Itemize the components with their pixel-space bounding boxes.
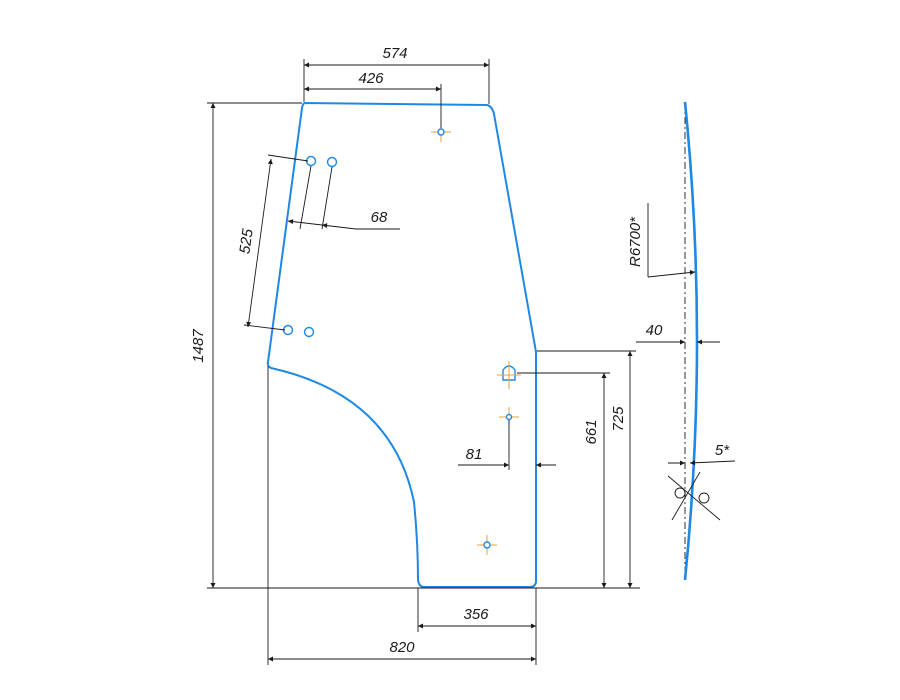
- side-hole-1: [674, 487, 686, 499]
- dim-356: 356: [463, 606, 489, 623]
- dimension-angle: 5*: [667, 442, 736, 521]
- dim-525: 525: [236, 227, 256, 255]
- hole-top-left-2: [326, 156, 338, 168]
- side-view: R6700* 40 5*: [627, 101, 736, 581]
- dim-angle: 5*: [715, 442, 730, 459]
- side-hole-2: [698, 492, 710, 504]
- side-view-profile: [683, 101, 699, 581]
- dimension-depth: 40: [636, 322, 720, 345]
- dimension-lower-hole-offset: 81: [458, 420, 556, 470]
- dimension-hole-pitch: 525: [236, 154, 309, 331]
- dim-81: 81: [466, 446, 483, 463]
- center-mark-bottom: [477, 535, 497, 555]
- dim-68: 68: [371, 209, 388, 226]
- dimension-hole-offset: 426: [304, 70, 442, 128]
- glass-panel-outline: [266, 101, 537, 588]
- dimension-height-725: 725: [537, 350, 636, 588]
- dim-725: 725: [610, 406, 627, 432]
- dimension-bottom-width: 356: [417, 588, 537, 665]
- dim-820: 820: [389, 639, 415, 656]
- mounting-holes: [282, 155, 516, 381]
- dimension-hole-spacing: 68: [287, 165, 400, 230]
- dimension-radius: R6700*: [627, 203, 696, 278]
- dim-radius: R6700*: [627, 216, 644, 267]
- dim-574: 574: [382, 45, 407, 62]
- dim-661: 661: [583, 419, 600, 444]
- dimension-total-height: 1487: [190, 102, 640, 589]
- dim-1487: 1487: [190, 329, 207, 363]
- dim-40: 40: [646, 322, 663, 339]
- dimension-total-width: 820: [267, 366, 536, 665]
- dim-426: 426: [358, 70, 384, 87]
- dimension-top-width: 574: [303, 45, 490, 104]
- dimension-height-661: 661: [517, 372, 610, 588]
- hole-bottom-left-2: [303, 326, 315, 338]
- center-mark-slot: [497, 361, 521, 389]
